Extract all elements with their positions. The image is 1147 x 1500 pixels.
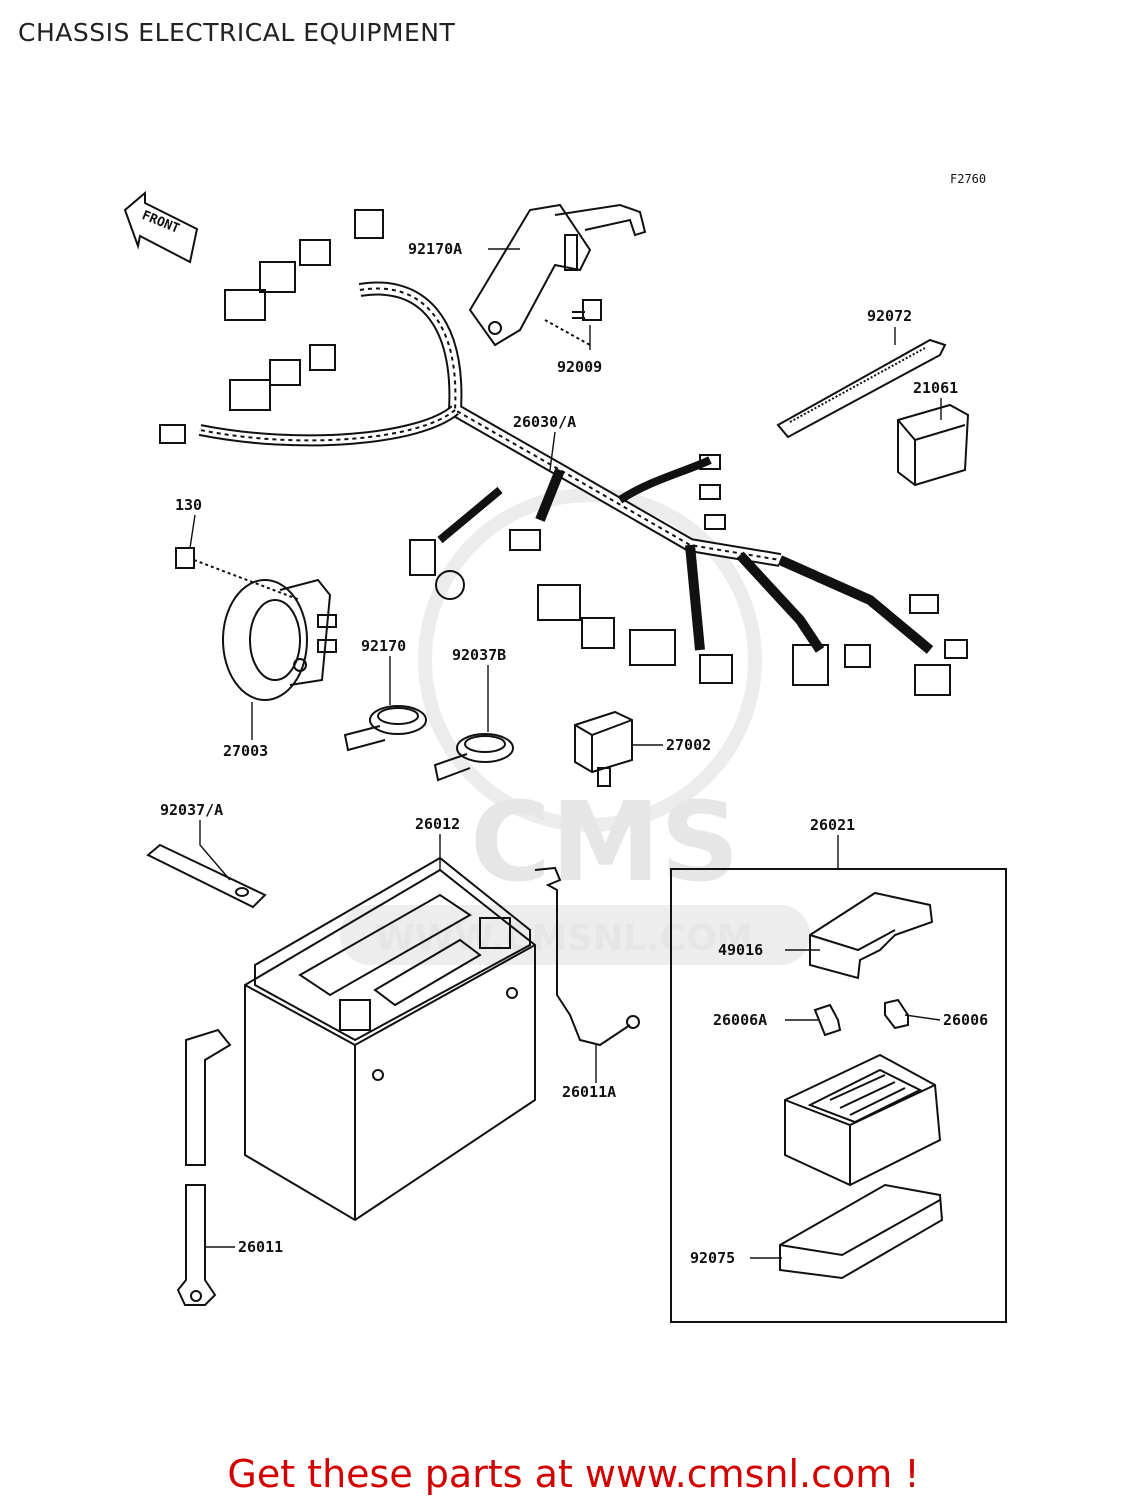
parts-diagram: CMS WWW.CMSNL.COM F2760 FRONT (123, 172, 1007, 1323)
label-27003: 27003 (223, 742, 268, 760)
cable-tie-92072 (776, 338, 947, 439)
label-49016: 49016 (718, 941, 763, 959)
label-21061: 21061 (913, 379, 958, 397)
figure-code: F2760 (950, 172, 986, 186)
watermark: CMS WWW.CMSNL.COM (340, 488, 810, 965)
label-27002: 27002 (666, 736, 711, 754)
label-92009: 92009 (557, 358, 602, 376)
label-92037b: 92037B (452, 646, 506, 664)
fuse-26006a (813, 1003, 842, 1037)
horn-27003 (175, 547, 337, 701)
strap-92037a (146, 843, 267, 909)
label-26030a: 26030/A (513, 413, 576, 431)
fuse-26006 (884, 998, 909, 1030)
bracket-92170a (468, 203, 647, 347)
label-26006: 26006 (943, 1011, 988, 1029)
clamp-92170 (343, 705, 427, 752)
label-92072: 92072 (867, 307, 912, 325)
front-arrow-icon: FRONT (123, 190, 199, 264)
page-title: CHASSIS ELECTRICAL EQUIPMENT (18, 18, 456, 47)
relay-27002 (574, 710, 633, 787)
label-26011a: 26011A (562, 1083, 616, 1101)
label-26011: 26011 (238, 1238, 283, 1256)
cable-26011 (176, 1028, 232, 1306)
label-92170: 92170 (361, 637, 406, 655)
case-92075 (779, 1183, 944, 1280)
front-label: FRONT (140, 208, 182, 237)
watermark-logo: CMS (470, 778, 739, 906)
label-92037a: 92037/A (160, 801, 223, 819)
watermark-url: WWW.CMSNL.COM (375, 918, 753, 959)
wiring-harness (159, 209, 968, 696)
label-130: 130 (175, 496, 202, 514)
label-92075: 92075 (690, 1249, 735, 1267)
cover-21061 (897, 403, 970, 487)
label-26012: 26012 (415, 815, 460, 833)
cable-26011a (534, 866, 640, 1047)
bolt-92009 (544, 299, 602, 346)
cover-49016 (809, 891, 934, 980)
footer-link[interactable]: Get these parts at www.cmsnl.com ! (227, 1452, 920, 1496)
label-26021: 26021 (810, 816, 855, 834)
label-26006a: 26006A (713, 1011, 767, 1029)
fuse-box-body (784, 1053, 942, 1187)
label-92170a: 92170A (408, 240, 462, 258)
clamp-92037b (433, 733, 514, 782)
leader-lines (189, 248, 942, 1259)
